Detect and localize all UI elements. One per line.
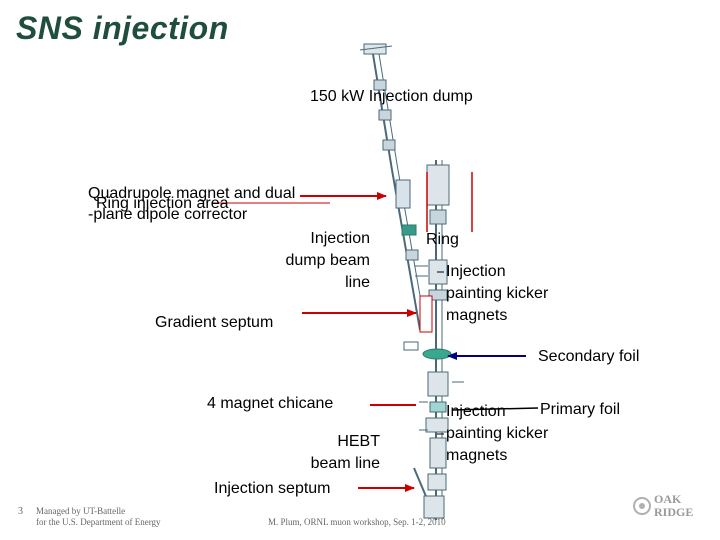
hebt-label-1: HEBT <box>337 433 380 450</box>
painting-top-line3: magnets <box>446 307 508 324</box>
ornl-logo-icon <box>633 497 651 515</box>
primary-foil-label: Primary foil <box>540 401 621 418</box>
page-number: 3 <box>18 506 23 517</box>
dump-beam-line-label-2: dump beam <box>285 252 371 269</box>
page-title: SNS injection <box>16 10 229 46</box>
footer-center: M. Plum, ORNL muon workshop, Sep. 1-2, 2… <box>268 517 446 527</box>
primary-foil-arrow <box>451 407 539 411</box>
painting-bottom-line1: Injection <box>446 403 506 420</box>
secondary-foil-label: Secondary foil <box>538 348 640 365</box>
painting-top-line2: painting kicker <box>446 285 549 302</box>
injection-septum-label: Injection septum <box>214 480 331 497</box>
dump-beam-line-label-1: Injection <box>310 230 370 247</box>
dump-label: 150 kW Injection dump <box>310 88 473 105</box>
beamline-schematic <box>359 43 464 521</box>
footer-left-line1: Managed by UT-Battelle <box>36 506 126 516</box>
chicane-label: 4 magnet chicane <box>207 395 334 412</box>
footer-left-line2: for the U.S. Department of Energy <box>36 517 161 527</box>
painting-bottom-line3: magnets <box>446 447 508 464</box>
hebt-label-2: beam line <box>310 455 380 472</box>
ring-injection-area-label: Ring injection area <box>96 195 229 212</box>
gradient-septum-label: Gradient septum <box>155 314 274 331</box>
painting-bottom-line2: painting kicker <box>446 425 549 442</box>
quadrupole-label-line1: Quadrupole magnet and dual <box>88 185 296 202</box>
dump-beam-line-label-3: line <box>345 274 370 291</box>
ornl-logo-line2: RIDGE <box>654 505 694 519</box>
quadrupole-label-line2: -plane dipole corrector <box>88 206 248 223</box>
ring-label: Ring <box>426 231 459 248</box>
painting-top-line1: Injection <box>446 263 506 280</box>
ornl-logo-line1: OAK <box>654 492 682 506</box>
